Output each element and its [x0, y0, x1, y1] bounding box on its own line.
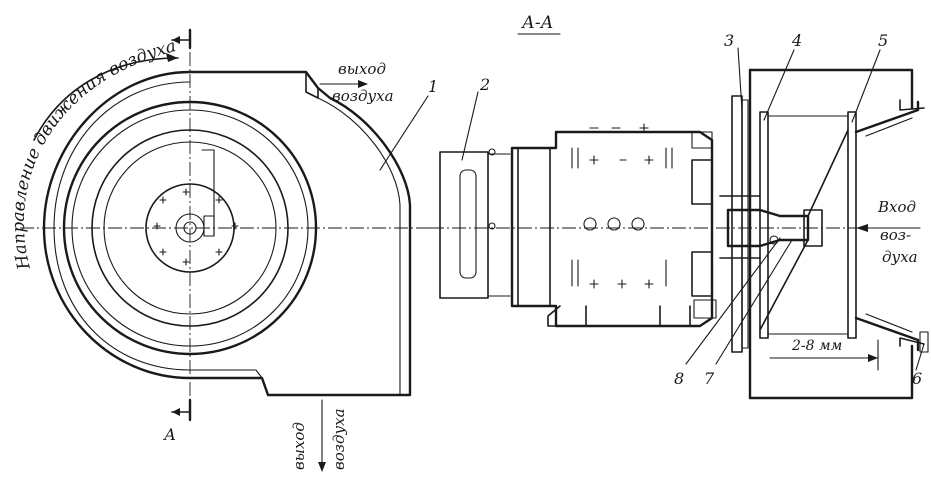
terminal-cover — [439, 151, 489, 299]
housing-top-wall — [748, 68, 914, 110]
callout-3-leader — [737, 47, 743, 111]
volute-inner-contour — [53, 81, 263, 379]
callout-2-leader — [461, 91, 479, 161]
callout-6: 6 — [912, 369, 922, 388]
air-direction-arrowhead — [166, 53, 178, 62]
motor-body — [510, 130, 714, 328]
impeller-spoke-upper — [807, 129, 849, 217]
air-direction-label: Направление движения воздуха — [9, 36, 178, 272]
callout-1-leader — [379, 95, 429, 171]
housing-bottom-wall — [748, 344, 914, 400]
callout-7: 7 — [704, 369, 715, 388]
winding-block-upper — [691, 159, 713, 205]
inlet-cone-inner — [865, 117, 913, 333]
inlet-clip — [919, 331, 929, 353]
section-arrowhead-top — [172, 36, 180, 44]
volute-outer-contour — [42, 70, 412, 397]
motor-bolt-1 — [583, 217, 597, 231]
air-out-bottom-arrowhead — [318, 462, 326, 472]
motor-foot-right — [659, 305, 691, 327]
impeller-ring-4 — [103, 141, 277, 315]
gap-arrowhead — [868, 354, 878, 362]
callout-3: 3 — [724, 31, 734, 50]
shaft-seal-lines — [719, 195, 761, 259]
cover-flange-lines — [487, 153, 511, 297]
air-direction-arc — [33, 57, 179, 141]
impeller-spoke-lower — [759, 239, 809, 331]
rivet-marks — [153, 188, 239, 266]
callout-8-leader — [685, 237, 781, 365]
motor-bolt-2 — [607, 217, 621, 231]
callout-1: 1 — [428, 77, 438, 96]
hub-clamp — [203, 215, 215, 237]
shaft-hole — [183, 221, 197, 235]
callout-5-leader — [851, 49, 881, 123]
gap-label: 2-8 мм — [791, 338, 842, 354]
callout-2: 2 — [479, 75, 490, 94]
mount-plate-gasket — [741, 99, 749, 349]
air-out-top-label-2: воздуха — [332, 87, 394, 105]
impeller-ring-3 — [91, 129, 289, 327]
callout-7-leader — [715, 239, 793, 365]
cover-screw-top — [488, 148, 496, 156]
motor-foot-left — [547, 305, 587, 327]
volute-inner-right — [317, 97, 401, 396]
air-out-top-label-1: выход — [338, 60, 386, 78]
motor-terminal-small — [693, 299, 717, 319]
callout-6-leader — [915, 343, 925, 371]
volute-housing-view: Направление движения воздуха выход возду… — [9, 28, 440, 472]
mount-plate — [731, 95, 743, 353]
air-out-bottom-label-2: воздуха — [330, 408, 348, 470]
inlet-cone-lower — [854, 316, 920, 352]
winding-block-lower — [691, 251, 713, 297]
section-arrowhead-bottom — [172, 408, 180, 416]
impeller-blade-edges — [767, 115, 849, 335]
impeller-ring-2 — [71, 109, 309, 347]
section-mark-label: А — [163, 425, 176, 444]
section-aa-view: А-А 2 — [430, 13, 929, 400]
inlet-cone-upper — [854, 100, 920, 134]
stator-winding-left — [517, 147, 551, 307]
callout-5: 5 — [878, 31, 888, 50]
air-in-label-2: воз- — [880, 226, 911, 244]
air-in-label-3: духа — [882, 248, 918, 266]
air-in-label-1: Вход — [877, 198, 916, 216]
hub-disc — [145, 183, 235, 273]
impeller-back-disk — [759, 111, 769, 339]
hub-nut — [803, 209, 823, 247]
air-in-arrowhead — [856, 224, 868, 232]
motor-surface-marks — [571, 123, 673, 289]
inlet-flange — [899, 99, 925, 347]
terminal-slot — [459, 169, 477, 279]
motor-bolt-3 — [631, 217, 645, 231]
air-out-bottom-label-1: выход — [290, 422, 308, 470]
winding-top-cap — [691, 131, 713, 149]
callout-8: 8 — [674, 369, 684, 388]
impeller-front-ring — [847, 111, 857, 339]
callout-4-leader — [763, 49, 795, 121]
cover-screw-mid — [488, 222, 496, 230]
air-out-top-arrowhead — [358, 80, 368, 88]
impeller-outer-ring — [62, 100, 318, 356]
section-title: А-А — [521, 13, 554, 33]
outlet-notch — [305, 71, 319, 99]
callout-4: 4 — [791, 31, 802, 50]
